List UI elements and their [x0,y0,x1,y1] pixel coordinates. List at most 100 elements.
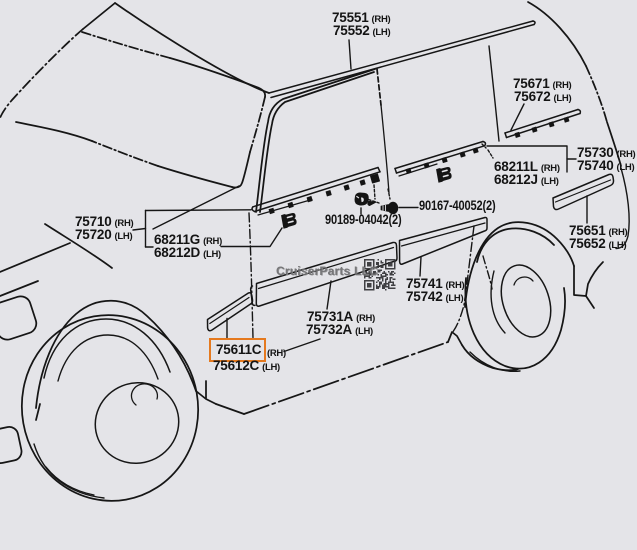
stroke-path [0,242,71,273]
part-quarter-moulding [552,173,615,211]
stroke-path [419,256,422,277]
stroke-path [33,443,105,499]
stroke-path [43,318,171,379]
stroke-path [487,149,494,159]
screw-icon [380,201,399,215]
stroke-path [400,222,486,247]
stroke-path [469,351,521,373]
clip-icon-front [281,213,297,229]
stroke-path [585,295,595,309]
stroke-path [306,196,313,203]
stroke-path [441,169,448,173]
ellipse-shape [500,264,552,338]
stroke-path [361,197,364,203]
stroke-path [585,65,608,123]
stroke-path [286,215,293,219]
stroke-path [394,167,398,174]
label-rear-door-outside-rh: 75730(RH) [577,145,636,160]
stroke-path [348,39,352,70]
stroke-path [356,195,360,199]
leader-lines [132,39,630,353]
stroke-path [482,255,493,290]
stroke-path [57,334,159,382]
stroke-path [343,184,350,191]
stroke-path [252,166,379,208]
stroke-path [326,280,332,310]
stroke-path [552,173,615,211]
stroke-path [380,104,390,194]
stroke-path [398,216,488,265]
part-rear-door-moulding [398,216,488,265]
stroke-path [195,390,217,405]
stroke-path [152,185,240,230]
stroke-path [287,220,294,224]
stroke-path [554,179,612,203]
label-front-door-belt-rh: 68211G(RH) [154,232,222,247]
ellipse-shape [20,314,200,502]
stroke-path [380,204,389,212]
stroke-path [464,277,566,370]
stroke-path [548,121,555,128]
label-screw: 90167-40052(2) [419,198,496,213]
stroke-path [387,188,391,200]
grommet-icon [354,192,377,206]
stroke-path [514,131,521,138]
stroke-path [376,68,382,106]
label-front-fender-rh-num: 75611C [216,342,262,357]
stroke-path [132,227,147,231]
stroke-path [459,151,466,158]
stroke-path [423,162,430,169]
stroke-path [81,31,171,59]
stroke-path [382,204,386,212]
stroke-path [249,96,266,153]
label-front-fender-rh-side: (RH) [267,348,286,359]
bumper-end [0,426,23,464]
stroke-path [370,173,380,184]
stroke-path [35,403,41,421]
stroke-path [577,108,582,115]
stroke-path [248,212,254,339]
stroke-path [255,68,376,213]
stroke-path [531,126,538,133]
stroke-path [130,383,159,406]
label-rear-door-belt-lh: 68212J(LH) [494,172,559,187]
stroke-path [606,121,622,167]
stroke-path [394,140,484,170]
stroke-path [0,28,84,119]
stroke-path [209,296,250,325]
ellipse-shape [94,381,180,465]
label-rear-door-side-rh: 75741(RH) [406,276,465,291]
stroke-path [451,225,475,334]
stroke-path [270,23,535,99]
part-front-fender-moulding [206,291,254,332]
stroke-path [405,167,412,174]
part-front-door-belt-moulding [251,166,381,216]
stroke-path [0,280,39,297]
car-body-outline [0,1,622,464]
stroke-path [513,276,534,286]
stroke-path [169,57,266,98]
stroke-path [91,140,159,167]
stroke-path [283,338,321,353]
highlight-box: 75611C [209,338,266,362]
label-quarter-belt-lh: 75672(LH) [514,89,572,104]
stroke-path [367,200,377,206]
label-front-door-side-rh: 75731A(RH) [307,309,375,324]
stroke-path [398,163,438,177]
stroke-path [206,291,254,332]
stroke-path [44,223,113,269]
label-roof-drip-lh: 75552(LH) [333,23,391,38]
stroke-path [447,331,463,346]
qr-code-icon [364,259,396,291]
stroke-path [231,151,251,189]
stroke-path [441,156,448,163]
label-quarter-belt-rh: 75671(RH) [513,76,572,91]
stroke-path [257,198,313,216]
stroke-path [243,341,449,415]
stroke-path [281,213,297,229]
stroke-path [287,201,294,209]
stroke-path [114,2,270,94]
label-rear-door-side-lh: 75742(LH) [406,289,464,304]
